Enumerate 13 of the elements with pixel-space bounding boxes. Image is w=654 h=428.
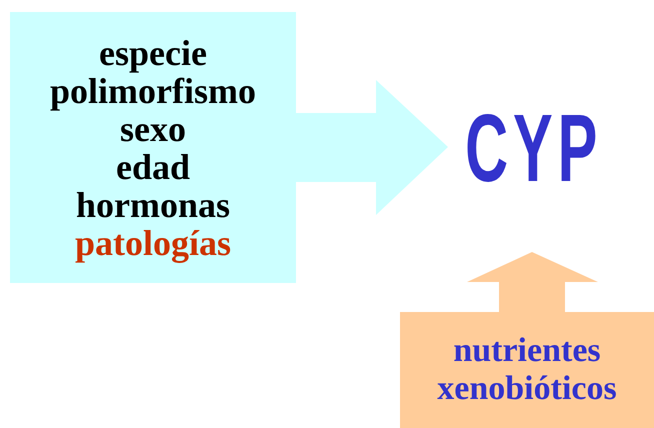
block-arrow	[296, 80, 448, 215]
block-arrow	[467, 252, 598, 312]
input-box	[400, 312, 654, 428]
factor-text: especie	[99, 34, 207, 72]
cyp-text: CYP	[465, 99, 603, 199]
factor-box	[10, 12, 296, 283]
factor-text: hormonas	[76, 186, 230, 224]
input-text: nutrientes	[453, 332, 601, 370]
factor-text: sexo	[120, 110, 186, 148]
factor-text: edad	[116, 148, 190, 186]
factor-text: polimorfismo	[50, 72, 256, 110]
factor-text: patologías	[74, 224, 232, 262]
input-text: xenobióticos	[437, 370, 617, 408]
